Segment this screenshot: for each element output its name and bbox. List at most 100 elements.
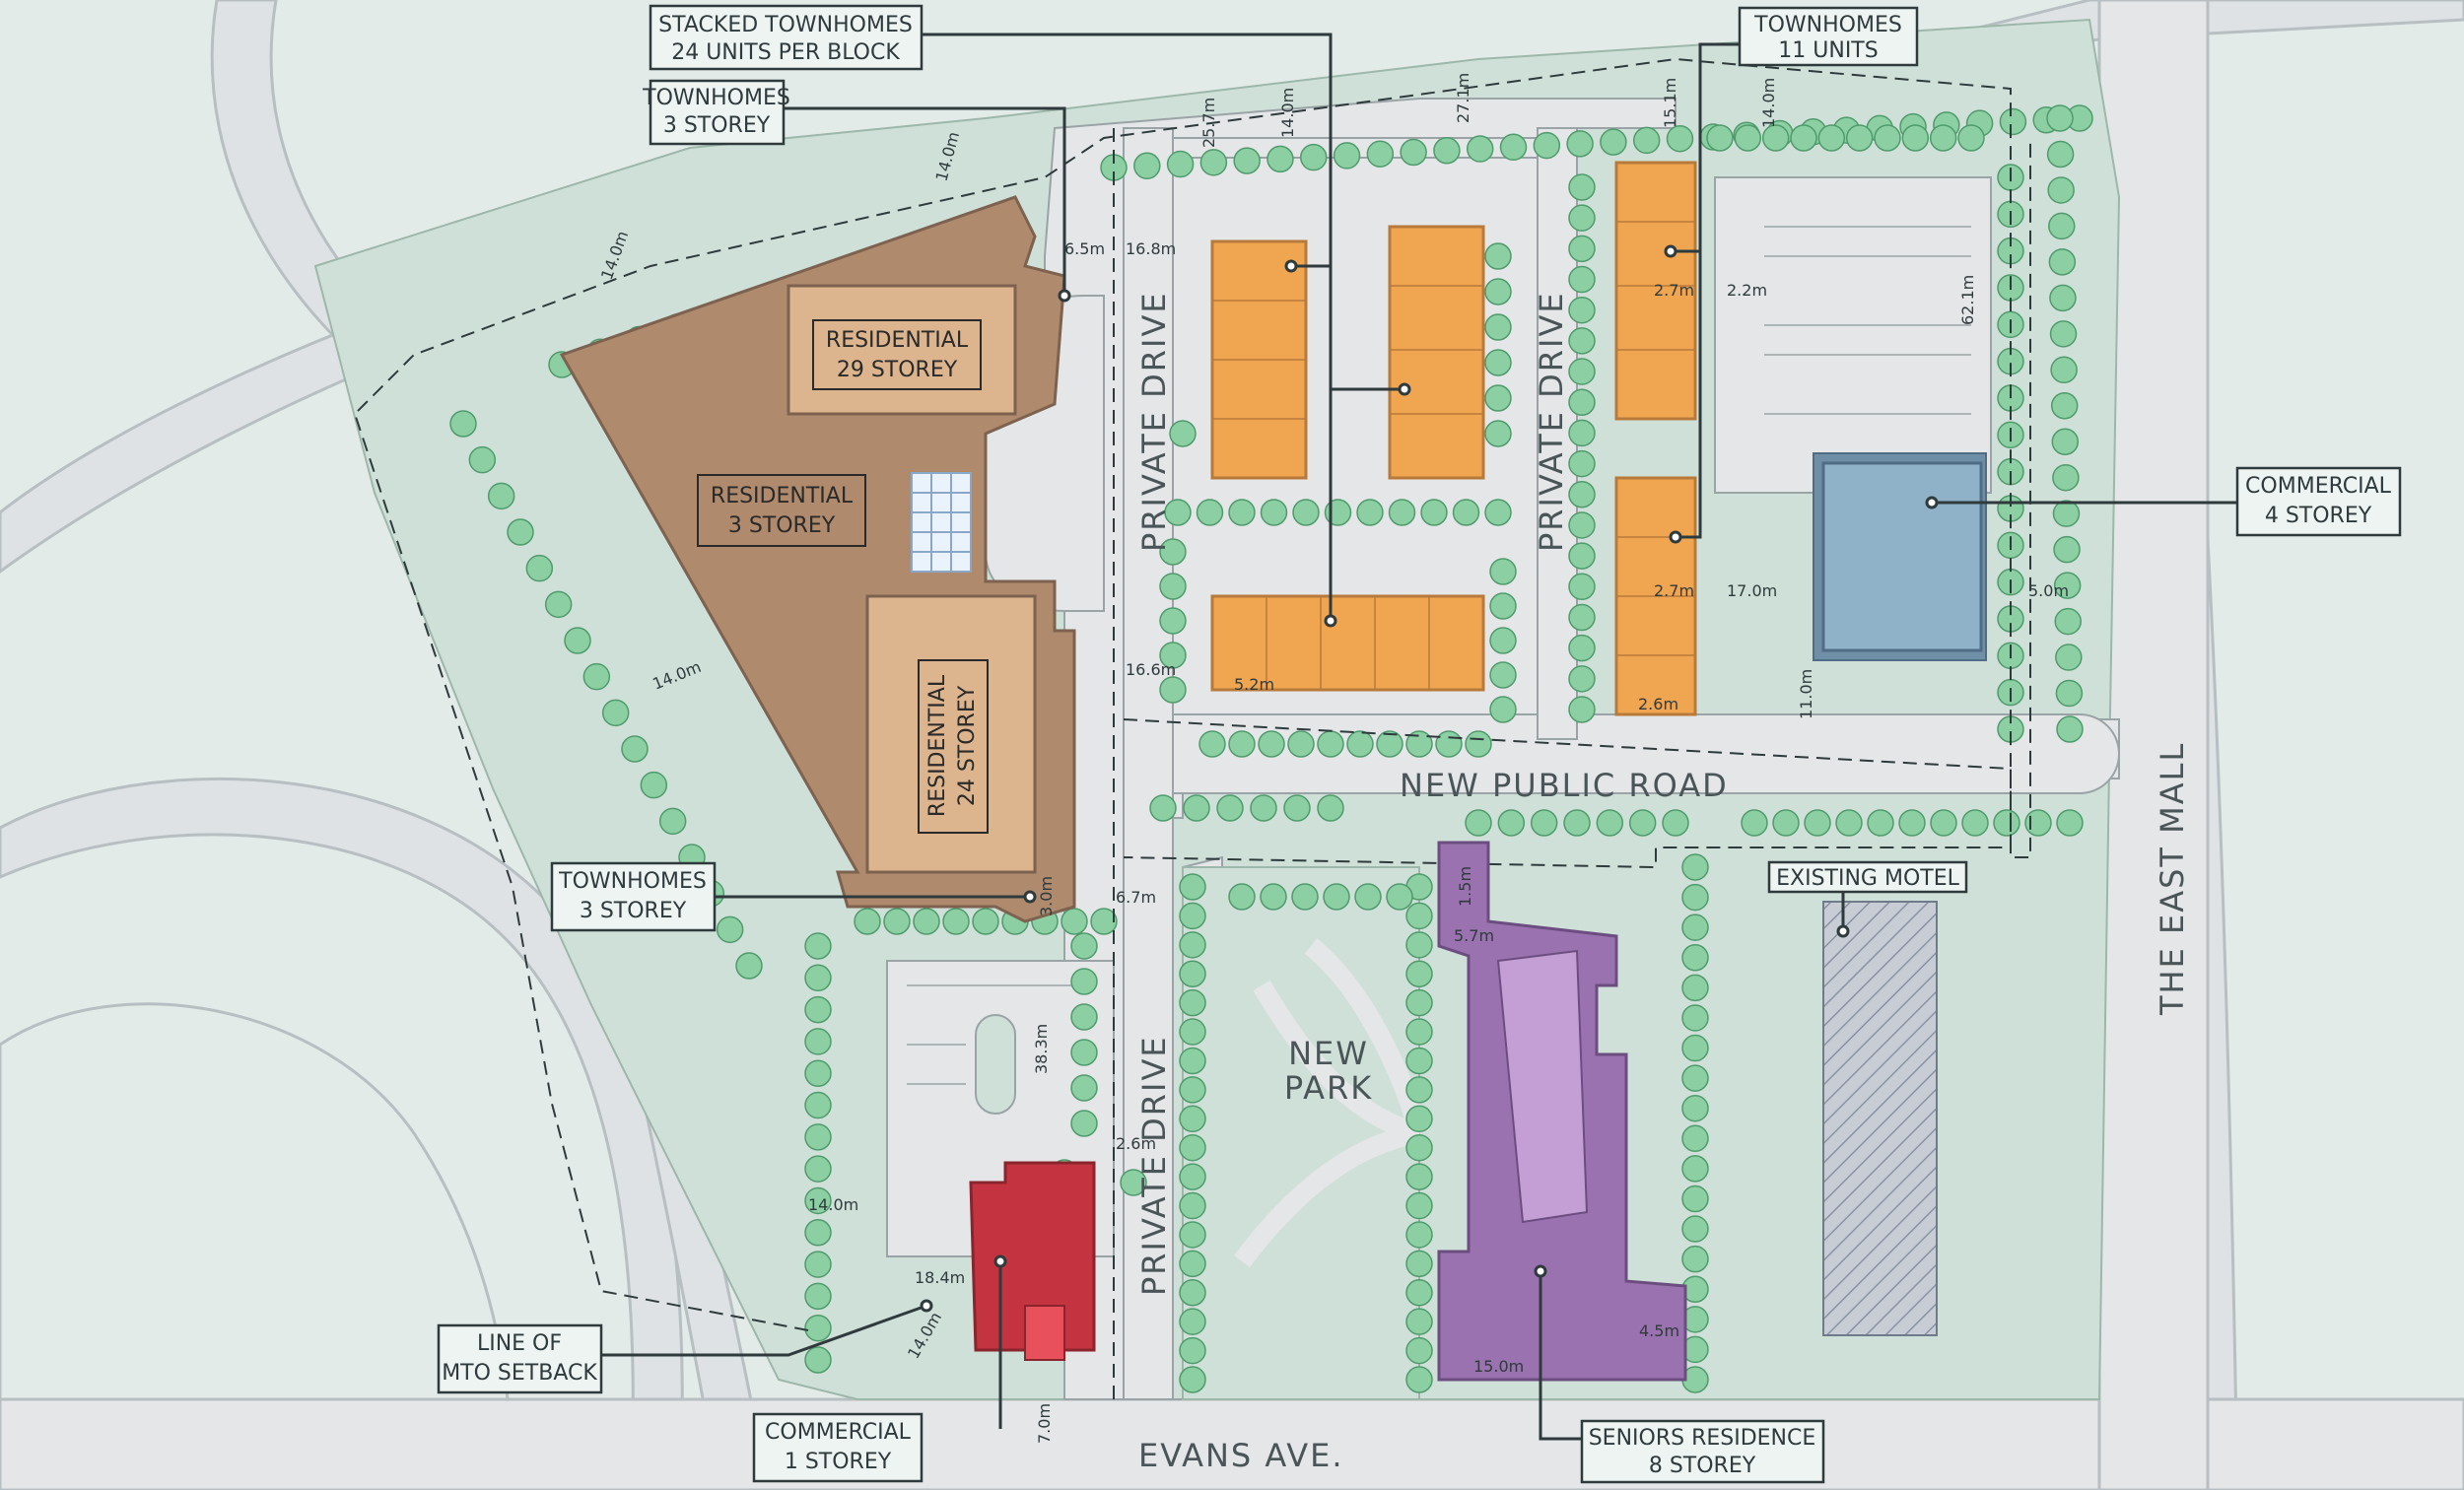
tree (1070, 1039, 1098, 1066)
stacked-townhome-block-2 (1388, 225, 1485, 480)
dim-label: 2.2m (1727, 281, 1767, 300)
tree (1179, 1133, 1206, 1162)
tree (525, 554, 554, 582)
tree (1568, 696, 1596, 723)
mto-setback-line (353, 57, 2031, 1331)
svg-text:PARK: PARK (1284, 1069, 1373, 1107)
tree (1566, 130, 1594, 158)
new-park-area (1182, 866, 1429, 1400)
tree (1568, 173, 1596, 201)
tree (1484, 278, 1512, 305)
tree (1179, 1336, 1206, 1365)
tree (1420, 499, 1448, 526)
tree (1070, 1110, 1098, 1137)
tree (1484, 499, 1512, 526)
tree (640, 771, 668, 799)
tree (1070, 932, 1098, 960)
dim-label: 5.7m (1454, 926, 1494, 945)
tree (2050, 392, 2079, 420)
tree (1179, 1047, 1206, 1075)
tree (1354, 883, 1382, 911)
tree (1681, 853, 1709, 881)
tree (1867, 809, 1894, 837)
dim-label: 16.8m (1126, 239, 1176, 258)
tree (1291, 883, 1319, 911)
dim-label: 4.5m (1639, 1321, 1679, 1340)
tree (1386, 883, 1413, 911)
new-park-label: NEW PARK (1284, 1035, 1373, 1107)
tree (1405, 1366, 1433, 1393)
tree (1734, 124, 1762, 152)
dim-label: 38.3m (1032, 1024, 1051, 1074)
courtyard-grid (911, 472, 972, 573)
tree (1533, 131, 1561, 160)
tree (1563, 809, 1591, 837)
tree (1405, 1221, 1433, 1249)
res29-label: RESIDENTIAL 29 STOREY (812, 319, 982, 390)
tree (1466, 135, 1494, 163)
tree (1090, 908, 1118, 935)
tree (1993, 809, 2020, 837)
tree (1405, 1336, 1433, 1365)
tree (1405, 1279, 1433, 1307)
tree (804, 1314, 832, 1342)
commercial-1-storey-annex (1024, 1305, 1065, 1361)
tree (1484, 313, 1512, 341)
tree (1166, 150, 1195, 178)
tree (2048, 248, 2077, 276)
tree (1681, 1185, 1709, 1213)
tree (1568, 358, 1596, 385)
tree (1400, 138, 1427, 167)
tree (1568, 603, 1596, 632)
tree (1405, 730, 1433, 758)
tree (487, 482, 515, 510)
tree (804, 932, 832, 960)
tree (1405, 1250, 1433, 1278)
tree (1283, 794, 1311, 822)
tree (1159, 642, 1187, 669)
callout-townhomes-3-storey-bottom: TOWNHOMES 3 STOREY (550, 861, 717, 932)
tree (1405, 1308, 1433, 1335)
tree (1159, 538, 1187, 566)
tree (1568, 634, 1596, 662)
tree (1179, 1163, 1206, 1190)
tree (1489, 661, 1517, 689)
tree (621, 735, 649, 763)
seniors-residence-tower (1496, 949, 1589, 1224)
tree (1568, 388, 1596, 416)
callout-leaders (596, 33, 2237, 1441)
callout-existing-motel: EXISTING MOTEL (1767, 860, 1968, 894)
tree (1596, 809, 1624, 837)
tree (1662, 809, 1689, 837)
tree (1568, 327, 1596, 355)
tree (1405, 1133, 1433, 1162)
townhome-block-north (1614, 161, 1697, 421)
tree (1070, 1003, 1098, 1031)
tree (1681, 1245, 1709, 1273)
svg-text:3 STOREY: 3 STOREY (580, 899, 687, 923)
tree (1484, 420, 1512, 447)
tree (2048, 212, 2076, 240)
existing-motel-building (1822, 901, 1938, 1336)
tree (1179, 988, 1206, 1017)
tree (804, 1346, 832, 1374)
tree (1260, 883, 1287, 911)
svg-text:3 STOREY: 3 STOREY (663, 113, 771, 138)
dim-label: 2.7m (1654, 281, 1694, 300)
tree (1324, 499, 1352, 526)
svg-text:4 STOREY: 4 STOREY (2265, 504, 2372, 528)
tree (1772, 809, 1800, 837)
tree (1300, 143, 1328, 171)
svg-text:LINE OF: LINE OF (477, 1331, 562, 1356)
tree (1164, 499, 1192, 526)
tree (1681, 1034, 1709, 1062)
tree (2054, 607, 2082, 636)
tree (1405, 902, 1433, 930)
tree (1159, 607, 1187, 635)
tree (1356, 499, 1384, 526)
tree (2051, 428, 2080, 455)
tree (1484, 242, 1512, 270)
tree (1233, 147, 1261, 174)
tree (1292, 499, 1320, 526)
tree (1435, 730, 1463, 758)
